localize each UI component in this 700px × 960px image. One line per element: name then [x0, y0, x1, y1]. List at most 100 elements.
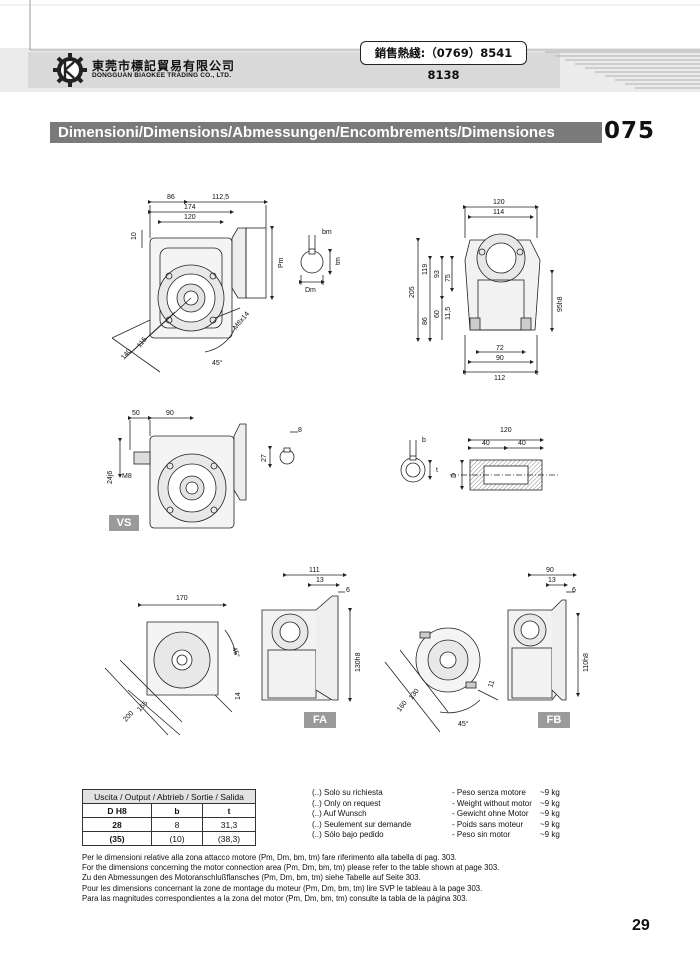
dim-fa-14: 14 — [235, 692, 242, 700]
dim-95h8: 95h8 — [557, 296, 564, 312]
weight-row: - Gewicht ohne Motor ~9 kg — [452, 809, 560, 820]
dim-112: 112 — [494, 375, 505, 382]
page-title: Dimensioni/Dimensions/Abmessungen/Encomb… — [50, 122, 602, 143]
side-view-drawing — [416, 205, 554, 375]
motor-shaft-detail — [299, 235, 332, 285]
dim-bm: bm — [322, 229, 332, 236]
technical-drawings: 86 112,5 174 120 10 Pm M8x14 115 140 45°… — [104, 194, 590, 736]
weight-list: - Peso senza motore ~9 kg - Weight withou… — [452, 788, 560, 841]
weight-row: - Poids sans moteur ~9 kg — [452, 820, 560, 831]
weight-label: - Weight without motor — [452, 798, 532, 808]
dim-130h8: 130h8 — [355, 652, 362, 672]
dim-fb-11: 11 — [487, 679, 496, 688]
col-header-d-h8: D H8 — [82, 803, 152, 818]
dim-hollow-40-left: 40 — [482, 440, 490, 447]
cell-d: (35) — [82, 831, 152, 846]
cell-d: 28 — [82, 817, 152, 832]
dim-160: 160 — [396, 700, 409, 714]
dim-90: 90 — [496, 355, 504, 362]
availability-notes: (..) Solo su richiesta (..) Only on requ… — [312, 788, 411, 841]
dim-205: 205 — [409, 286, 416, 298]
cell-t: (38,3) — [202, 831, 256, 846]
fb-view-drawing — [384, 573, 580, 733]
weight-label: - Peso sin motor — [452, 830, 511, 839]
col-header-b: b — [151, 803, 203, 818]
gear-logo-icon — [53, 53, 87, 87]
company-name-cn: 東莞市標記貿易有限公司 — [92, 59, 236, 73]
dim-110h8: 110h8 — [583, 653, 590, 672]
model-number: 075 — [604, 118, 656, 144]
footnote-line: Zu den Abmessungen des Motoranschlußflan… — [82, 873, 421, 883]
cell-t: 31,3 — [202, 817, 256, 832]
dim-m8x14: M8x14 — [232, 311, 251, 332]
dim-86-side: 86 — [422, 317, 429, 325]
footnotes: Per le dimensioni relative alla zona att… — [82, 853, 499, 904]
fa-view-drawing — [104, 573, 352, 736]
dim-27: 27 — [261, 454, 268, 462]
weight-label: - Poids sans moteur — [452, 819, 524, 829]
dim-90-vs: 90 — [166, 410, 174, 417]
footnote-line: For the dimensions concerning the motor … — [82, 863, 500, 873]
dim-72: 72 — [496, 345, 504, 352]
dim-140: 140 — [120, 348, 133, 362]
dim-hollow-40-right: 40 — [518, 440, 526, 447]
company-name-en: DONGGUAN BIAOKEE TRADING CO., LTD. — [92, 72, 232, 79]
table-row: 28 8 31,3 — [82, 817, 256, 832]
front-view-drawing — [111, 200, 274, 373]
label-fa: FA — [304, 712, 336, 728]
page-number: 29 — [632, 917, 650, 934]
dim-fb-90: 90 — [546, 567, 554, 574]
table-row: (35) (10) (38,3) — [82, 831, 256, 846]
weight-value: ~9 kg — [540, 788, 560, 797]
dim-111: 111 — [309, 567, 320, 574]
dim-dm: Dm — [305, 287, 316, 294]
dim-45-deg: 45° — [212, 359, 223, 367]
dim-165: 165 — [136, 700, 149, 713]
weight-row: - Peso sin motor ~9 kg — [452, 830, 560, 841]
weight-row: - Weight without motor ~9 kg — [452, 799, 560, 810]
label-fb: FB — [538, 712, 570, 728]
dim-60: 60 — [434, 310, 441, 318]
weight-value: ~9 kg — [540, 809, 560, 818]
footnote-line: Para las magnitudes correspondientes a l… — [82, 893, 468, 903]
footnote-line: Pour les dimensions concernant la zone d… — [82, 883, 483, 893]
header-band — [0, 0, 700, 92]
dim-tm: tm — [335, 257, 342, 265]
dim-d: D — [451, 473, 458, 478]
dim-fb-45-deg: 45° — [458, 720, 469, 728]
dim-fb-6: 6 — [572, 587, 576, 594]
sales-hotline: 銷售熱綫:（0769）8541 8138 — [360, 41, 527, 82]
dim-t: t — [436, 467, 438, 474]
dim-170: 170 — [176, 595, 188, 602]
weight-row: - Peso senza motore ~9 kg — [452, 788, 560, 799]
label-vs: VS — [109, 515, 139, 531]
col-header-t: t — [202, 803, 256, 818]
cell-b: (10) — [151, 831, 203, 846]
weight-value: ~9 kg — [540, 830, 560, 839]
note-line: (..) Solo su richiesta — [312, 788, 383, 797]
dim-174: 174 — [184, 204, 196, 211]
hollow-shaft-detail — [400, 438, 560, 491]
dim-86: 86 — [167, 194, 175, 201]
dim-93: 93 — [434, 270, 441, 278]
dim-10: 10 — [131, 232, 138, 240]
vs-view-drawing — [118, 416, 298, 529]
weight-label: - Peso senza motore — [452, 788, 526, 797]
cell-b: 8 — [151, 817, 203, 832]
note-line: (..) Sólo bajo pedido — [312, 830, 384, 839]
dim-side-120: 120 — [493, 199, 505, 206]
dim-hollow-120: 120 — [500, 427, 512, 434]
dim-24j6: 24j6 — [107, 471, 114, 484]
weight-label: - Gewicht ohne Motor — [452, 809, 529, 818]
dim-pm: Pm — [278, 257, 285, 268]
dim-8-key: 8 — [298, 427, 302, 434]
dim-side-114: 114 — [493, 209, 504, 216]
dim-m8: M8 — [122, 473, 132, 480]
dim-11-5: 11,5 — [445, 307, 452, 320]
company-logo — [52, 52, 88, 93]
weight-value: ~9 kg — [540, 798, 560, 808]
dim-75: 75 — [445, 274, 452, 282]
footnote-line: Per le dimensioni relative alla zona att… — [82, 853, 457, 862]
dim-112-5: 112,5 — [212, 194, 229, 201]
weight-value: ~9 kg — [540, 819, 560, 829]
